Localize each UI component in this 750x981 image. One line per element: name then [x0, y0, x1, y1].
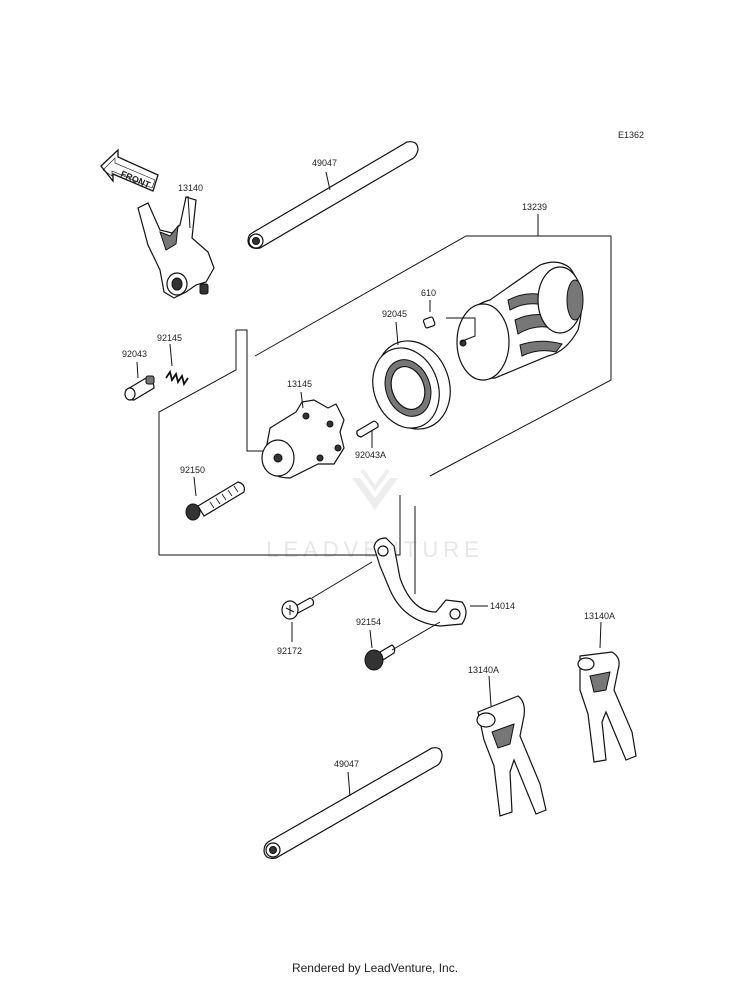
label-92145: 92145	[157, 333, 182, 343]
group-box-inner-a	[236, 329, 268, 452]
screw-92172	[281, 597, 315, 620]
leader-92154	[369, 629, 373, 649]
diagram-code: E1362	[618, 130, 644, 140]
shift-drum-13239	[456, 261, 584, 381]
label-13140A-right: 13140A	[584, 611, 615, 621]
label-92043A: 92043A	[355, 450, 386, 460]
leader-92045	[395, 321, 399, 346]
label-49047-bottom: 49047	[334, 759, 359, 769]
leader-92145	[169, 343, 173, 367]
leader-13140	[187, 195, 191, 229]
front-arrow-icon	[100, 148, 159, 192]
leader-plate-bolt	[391, 621, 441, 651]
label-92172: 92172	[277, 646, 302, 656]
shift-shaft-bottom-49047	[263, 747, 443, 859]
label-13140: 13140	[178, 183, 203, 193]
label-13145: 13145	[287, 379, 312, 389]
pin-92043	[124, 375, 155, 401]
label-92150: 92150	[180, 465, 205, 475]
group-box-inner-b	[158, 330, 237, 555]
leader-13140A-left	[488, 675, 492, 707]
leader-92150	[193, 476, 197, 497]
group-box-inner-c	[159, 495, 401, 556]
shift-fork-13140	[137, 196, 215, 299]
plate-14014	[373, 537, 467, 627]
shift-fork-13140A-right	[577, 651, 637, 763]
leader-610-b	[446, 317, 476, 343]
label-13239: 13239	[522, 202, 547, 212]
pin-610	[422, 316, 436, 329]
leader-13140A-right	[599, 621, 602, 649]
shift-cam-13145	[261, 399, 345, 479]
label-92154: 92154	[356, 617, 381, 627]
label-14014: 14014	[490, 601, 515, 611]
group-box-13239	[254, 235, 612, 477]
leader-13145	[300, 391, 304, 409]
label-92045: 92045	[382, 309, 407, 319]
bolt-92150	[185, 481, 245, 521]
label-13140A-left: 13140A	[468, 665, 499, 675]
pin-92043A	[356, 420, 379, 438]
shift-fork-13140A-left	[476, 695, 547, 817]
shift-shaft-top-49047	[247, 141, 419, 249]
bolt-92154	[364, 644, 396, 671]
leader-plate-screw	[311, 561, 373, 599]
footer-credit: Rendered by LeadVenture, Inc.	[291, 961, 459, 975]
label-92043: 92043	[122, 349, 147, 359]
leader-92043	[136, 361, 139, 379]
bearing-92045	[372, 340, 451, 430]
label-610: 610	[421, 288, 436, 298]
leader-49047-top	[325, 171, 331, 191]
watermark-text: LEADVENTURE	[266, 537, 484, 562]
spring-92145	[165, 369, 189, 387]
label-49047-top: 49047	[312, 158, 337, 168]
watermark-logo	[352, 468, 398, 510]
leader-49047-bottom	[347, 771, 351, 797]
